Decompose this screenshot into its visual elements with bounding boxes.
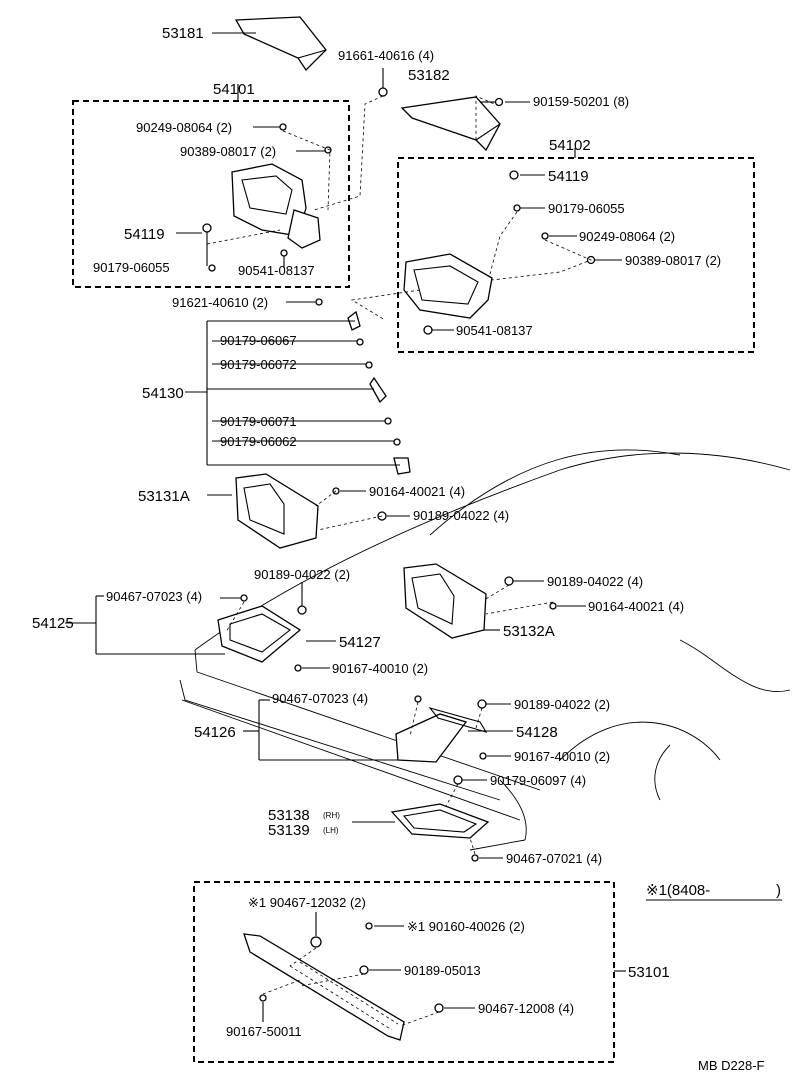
part-53101-grille [243, 933, 405, 1041]
label-90189-05013: 90189-05013 [404, 963, 481, 978]
label-90167-50011: 90167-50011 [226, 1024, 302, 1039]
part-54102-mount-bracket [403, 253, 493, 319]
label-90249-08064-a: 90249-08064 (2) [136, 120, 232, 135]
label-91661-40616: 91661-40616 (4) [338, 48, 434, 63]
label-54102: 54102 [549, 137, 591, 154]
label-90467-07021: 90467-07021 (4) [506, 851, 602, 866]
diagram-reference-code: MB D228-F [698, 1058, 765, 1073]
label-90189-04022-c: 90189-04022 (4) [547, 574, 643, 589]
label-90179-06067: 90179-06067 [220, 333, 297, 348]
label-53182: 53182 [408, 67, 450, 84]
part-labels: 53181 91661-40616 (4) 53182 90159-50201 … [32, 25, 781, 1073]
label-90189-04022-b: 90189-04022 (2) [254, 567, 350, 582]
part-53138-53139-undercover [390, 803, 490, 839]
label-date-range-close: ) [776, 882, 781, 899]
label-54101: 54101 [213, 81, 255, 98]
label-90189-04022-a: 90189-04022 (4) [413, 508, 509, 523]
label-90249-08064-b: 90249-08064 (2) [579, 229, 675, 244]
label-90179-06055-a: 90179-06055 [93, 260, 170, 275]
part-54130-bracket-set [347, 310, 411, 475]
label-53138: 53138 [268, 807, 310, 824]
label-90179-06055-b: 90179-06055 [548, 201, 625, 216]
label-90179-06097: 90179-06097 (4) [490, 773, 586, 788]
label-90389-08017-a: 90389-08017 (2) [180, 144, 276, 159]
label-53132A: 53132A [503, 623, 555, 640]
label-90164-40021-a: 90164-40021 (4) [369, 484, 465, 499]
label-54125: 54125 [32, 615, 74, 632]
part-54126-right-support [395, 707, 488, 763]
label-90467-12008: 90467-12008 (4) [478, 1001, 574, 1016]
part-53181-cover [234, 16, 327, 72]
connection-lines [206, 95, 593, 1027]
label-54119-a: 54119 [124, 226, 165, 243]
label-90179-06072: 90179-06072 [220, 357, 297, 372]
label-53181: 53181 [162, 25, 204, 42]
assembly-box-53101 [193, 881, 615, 1063]
label-54119-b: 54119 [548, 168, 589, 185]
label-53101: 53101 [628, 964, 670, 981]
label-90160-40026: ※1 90160-40026 (2) [407, 919, 525, 934]
label-90467-12032: ※1 90467-12032 (2) [248, 895, 366, 910]
part-53132A-bracket [403, 563, 487, 639]
label-90541-08137-a: 90541-08137 [238, 263, 315, 278]
label-90467-07023-b: 90467-07023 (4) [272, 691, 368, 706]
label-54130: 54130 [142, 385, 184, 402]
label-90467-07023-a: 90467-07023 (4) [106, 589, 202, 604]
label-53139: 53139 [268, 822, 310, 839]
label-90164-40021-b: 90164-40021 (4) [588, 599, 684, 614]
assembly-box-54102 [397, 157, 755, 353]
part-54101-mount-bracket [231, 163, 321, 249]
label-90167-40010-a: 90167-40010 (2) [332, 661, 428, 676]
label-91621-40610: 91621-40610 (2) [172, 295, 268, 310]
label-53139-side: (LH) [323, 826, 339, 835]
label-53131A: 53131A [138, 488, 190, 505]
label-90179-06062: 90179-06062 [220, 434, 297, 449]
label-90167-40010-b: 90167-40010 (2) [514, 749, 610, 764]
leader-lines [65, 32, 782, 1022]
label-90159-50201: 90159-50201 (8) [533, 94, 629, 109]
label-54126: 54126 [194, 724, 236, 741]
assembly-box-54101 [72, 100, 350, 288]
label-90179-06071: 90179-06071 [220, 414, 297, 429]
label-90541-08137-b: 90541-08137 [456, 323, 533, 338]
part-53131A-bracket [235, 473, 319, 549]
label-date-range: ※1(8408- [646, 882, 710, 899]
label-54128: 54128 [516, 724, 558, 741]
label-54127: 54127 [339, 634, 381, 651]
label-90389-08017-b: 90389-08017 (2) [625, 253, 721, 268]
label-53138-side: (RH) [323, 811, 340, 820]
part-53182-cover [400, 96, 501, 152]
label-90189-04022-d: 90189-04022 (2) [514, 697, 610, 712]
part-54125-left-support [217, 605, 302, 663]
